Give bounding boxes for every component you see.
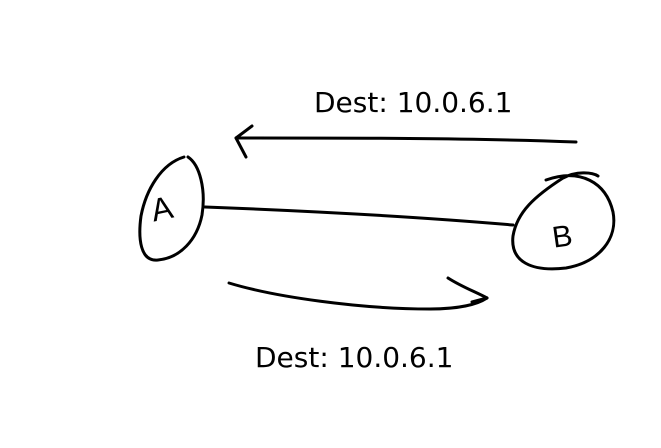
link-a-b bbox=[203, 205, 515, 227]
arrow-a-to-b bbox=[227, 276, 489, 311]
node-b-label: B bbox=[550, 219, 574, 254]
node-a: A bbox=[138, 155, 205, 262]
top-arrow-label: Dest: 10.0.6.1 bbox=[314, 86, 513, 119]
arrow-a-to-b-head bbox=[446, 276, 489, 304]
node-b: B bbox=[511, 171, 616, 271]
node-a-label: A bbox=[148, 189, 177, 229]
node-a-outline bbox=[138, 155, 205, 262]
arrow-b-to-a-shaft bbox=[234, 136, 578, 144]
node-b-outline bbox=[511, 171, 616, 271]
arrow-a-to-b-shaft bbox=[227, 281, 489, 311]
bottom-arrow-label: Dest: 10.0.6.1 bbox=[255, 341, 454, 374]
arrow-b-to-a-head bbox=[234, 124, 254, 159]
arrow-b-to-a bbox=[234, 124, 578, 159]
